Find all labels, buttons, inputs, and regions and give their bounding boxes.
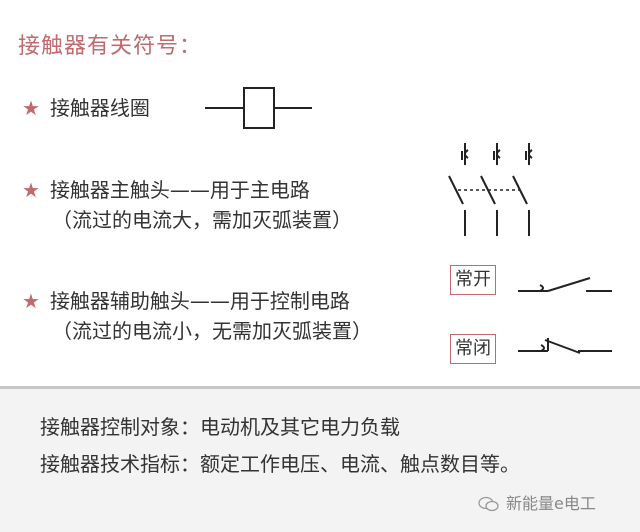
item-aux-contacts-note: （流过的电流小，无需加灭弧装置） [52,319,372,343]
watermark: 新能量e电工 [478,490,596,514]
item-coil: ★ 接触器线圈 [22,93,150,123]
item-coil-label: 接触器线圈 [49,96,150,120]
item-main-contacts-label: 接触器主触头——用于主电路 [49,178,310,202]
star-icon: ★ [22,289,40,313]
symbols-canvas [205,87,612,354]
divider [0,386,640,389]
star-icon: ★ [22,178,40,202]
item-aux-contacts: ★ 接触器辅助触头——用于控制电路 [22,286,350,316]
normally-closed-label: 常闭 [450,334,496,364]
item-main-contacts-note: （流过的电流大，需加灭弧装置） [52,208,352,232]
normally-closed-symbol [518,338,612,354]
item-aux-contacts-label: 接触器辅助触头——用于控制电路 [49,289,350,313]
note-control-object: 接触器控制对象：电动机及其它电力负载 [40,415,400,439]
star-icon: ★ [22,96,40,120]
normally-open-symbol [518,277,612,292]
note-tech-specs: 接触器技术指标：额定工作电压、电流、触点数目等。 [40,452,520,476]
coil-symbol [205,87,312,129]
footer-panel [0,389,640,532]
item-main-contacts: ★ 接触器主触头——用于主电路 [22,175,310,205]
page-title: 接触器有关符号： [18,34,203,59]
wechat-icon [478,496,499,512]
normally-open-label: 常开 [450,265,496,295]
watermark-text: 新能量e电工 [506,494,596,513]
